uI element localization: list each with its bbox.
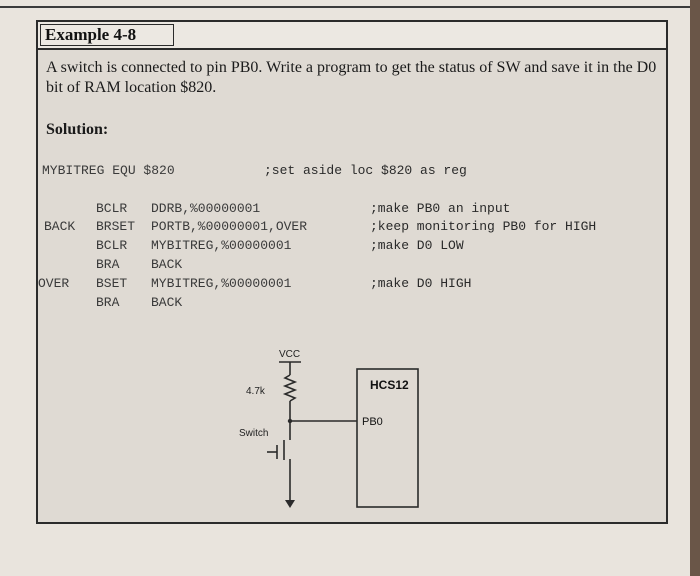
code-operand: MYBITREG,%00000001 — [151, 238, 292, 253]
resistor-label: 4.7k — [246, 386, 266, 397]
top-rule — [0, 6, 700, 8]
code-equ-comment: ;set aside loc $820 as reg — [264, 163, 467, 178]
junction-dot — [287, 418, 293, 424]
page-edge-shadow — [690, 0, 700, 576]
code-label: BACK — [44, 219, 76, 234]
code-mnemonic: BCLR — [96, 201, 128, 216]
code-operand: MYBITREG,%00000001 — [151, 276, 292, 291]
code-operand: BACK — [151, 257, 183, 272]
solution-heading: Solution: — [46, 121, 109, 138]
code-mnemonic: BSET — [96, 276, 128, 291]
chip-label: HCS12 — [370, 378, 409, 392]
vcc-label: VCC — [279, 349, 300, 360]
code-operand: BACK — [151, 295, 183, 310]
code-comment: ;make PB0 an input — [370, 201, 511, 216]
code-label: OVER — [38, 276, 70, 291]
code-mnemonic: BRSET — [96, 219, 136, 234]
pin-label: PB0 — [362, 416, 383, 428]
example-header-box: Example 4-8 — [36, 20, 668, 50]
code-mnemonic: BCLR — [96, 238, 128, 253]
problem-statement: A switch is connected to pin PB0. Write … — [46, 59, 657, 96]
code-mnemonic: BRA — [96, 257, 120, 272]
code-comment: ;keep monitoring PB0 for HIGH — [370, 219, 597, 234]
switch-label: Switch — [239, 428, 268, 439]
code-comment: ;make D0 LOW — [370, 238, 464, 253]
code-operand: PORTB,%00000001,OVER — [151, 219, 308, 234]
resistor-symbol — [282, 374, 298, 402]
ground-arrow — [285, 500, 295, 508]
example-title: Example 4-8 — [40, 24, 174, 46]
code-equ-line: MYBITREG EQU $820 — [42, 163, 175, 178]
example-content-box: A switch is connected to pin PB0. Write … — [36, 50, 668, 524]
hcs12-box — [356, 368, 419, 508]
code-mnemonic: BRA — [96, 295, 120, 310]
code-comment: ;make D0 HIGH — [370, 276, 472, 291]
code-operand: DDRB,%00000001 — [151, 201, 261, 216]
